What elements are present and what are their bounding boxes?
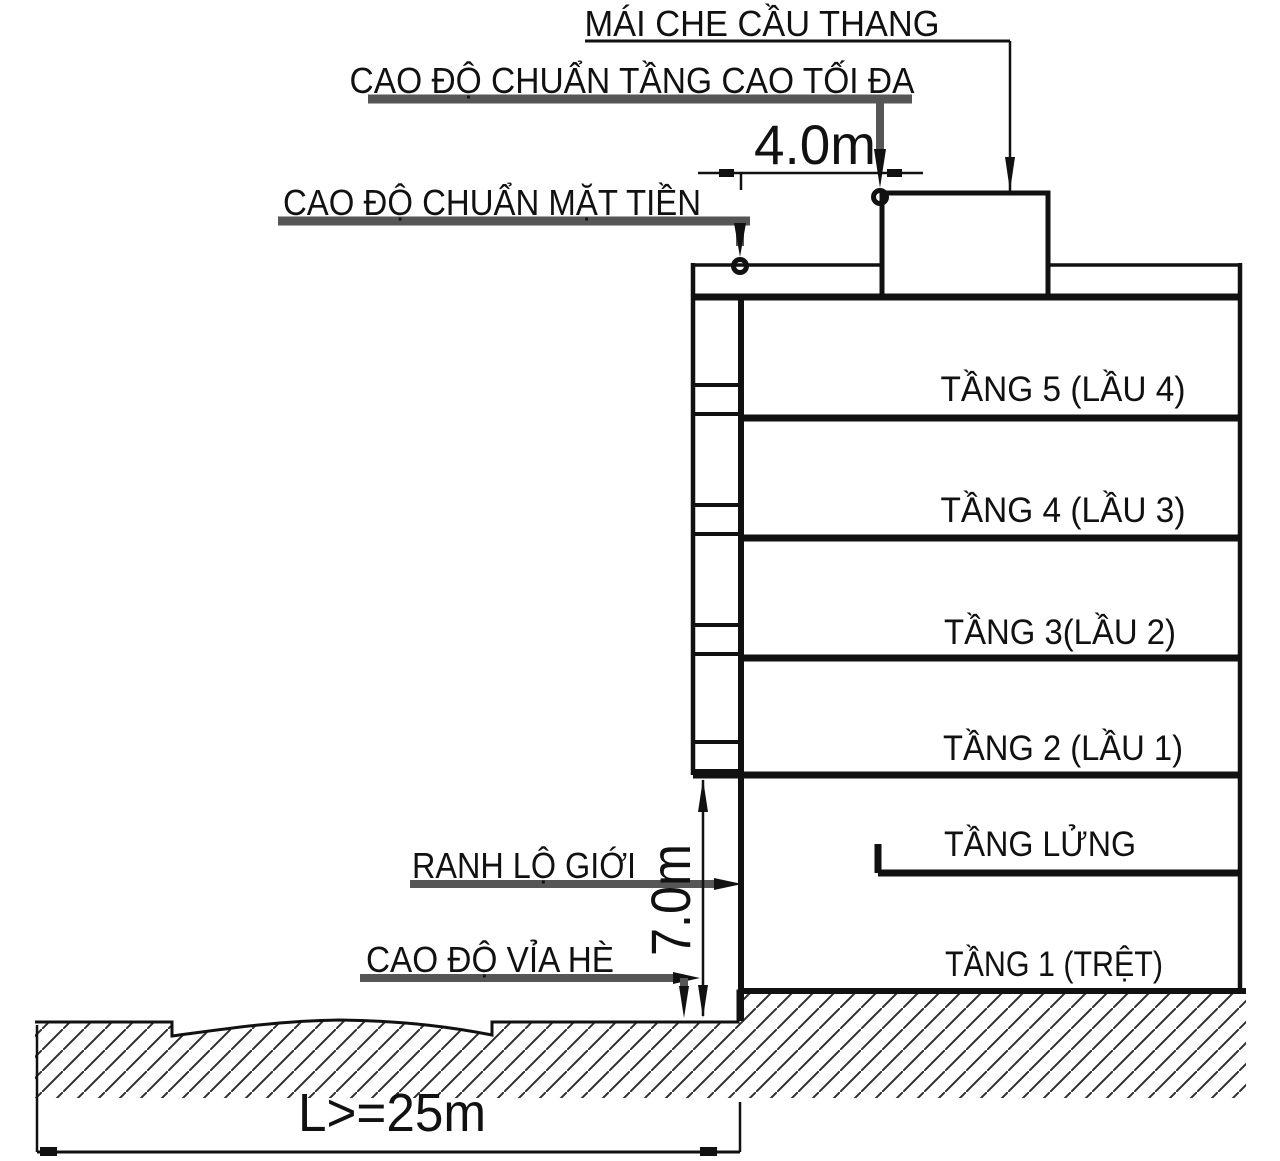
label-roof-cover: MÁI CHE CẦU THANG — [585, 3, 940, 44]
arrow-down-max-height — [874, 149, 886, 188]
arrow-up-facade-height — [698, 779, 708, 812]
leader-road-boundary — [410, 878, 742, 890]
balcony-strip-divisions — [693, 383, 741, 773]
label-road-boundary: RANH LỘ GIỚI — [412, 845, 636, 886]
arrow-down-facade-datum — [734, 223, 746, 257]
leader-sidewalk-datum — [360, 972, 700, 1018]
dimension-facade-height — [698, 779, 708, 1018]
arrow-right-road-boundary — [714, 878, 742, 890]
ground-hatch-fill — [35, 991, 1246, 1098]
datum-marker-facade — [731, 257, 749, 275]
tick-setback-right — [887, 169, 902, 177]
leader-facade-datum — [278, 216, 750, 275]
building-outline — [690, 190, 1243, 1021]
dimension-lot-length — [35, 1025, 742, 1156]
tick-setback-left — [719, 169, 734, 177]
datum-marker-max-height — [871, 188, 889, 206]
arrow-down-facade-height — [698, 985, 708, 1018]
dim-facade-height: 7.0m — [639, 844, 702, 956]
label-sidewalk-datum: CAO ĐỘ VỈA HÈ — [366, 939, 614, 980]
floor-label-4: TẦNG 4 (LẦU 3) — [941, 490, 1186, 530]
tick-lot-right — [700, 1147, 717, 1156]
floor-label-ground: TẦNG 1 (TRỆT) — [945, 944, 1163, 984]
arrow-down-sidewalk-datum — [679, 986, 689, 1018]
leader-roof-cover — [585, 39, 1015, 193]
dimension-roof-setback — [698, 169, 923, 190]
stair-cover-penthouse — [879, 190, 1051, 300]
dim-lot-length: L>=25m — [298, 1083, 486, 1143]
ground-profile-line — [35, 989, 1246, 1038]
floor-label-mezzanine: TẦNG LỬNG — [944, 824, 1136, 864]
floor-label-5: TẦNG 5 (LẦU 4) — [941, 369, 1186, 409]
label-max-height-datum: CAO ĐỘ CHUẨN TẦNG CAO TỐI ĐA — [350, 59, 915, 101]
floor-label-3: TẦNG 3(LẦU 2) — [944, 612, 1176, 652]
ground-section — [35, 988, 1246, 1098]
floor-label-2: TẦNG 2 (LẦU 1) — [943, 728, 1183, 768]
dim-roof-setback: 4.0m — [754, 113, 876, 176]
tick-lot-left — [40, 1147, 57, 1156]
arrow-down-roof-cover — [1005, 157, 1015, 191]
label-facade-datum: CAO ĐỘ CHUẨN MẶT TIỀN — [283, 181, 701, 223]
leader-max-height-datum — [368, 94, 912, 206]
